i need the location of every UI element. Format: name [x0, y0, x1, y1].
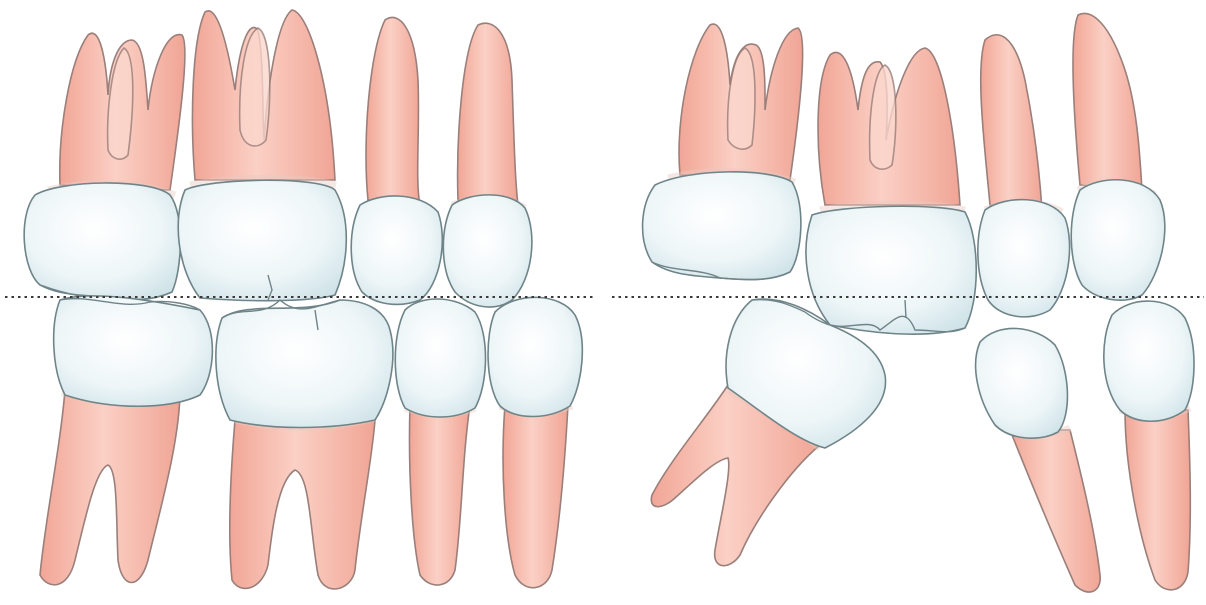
- lower-second-molar-left: [216, 300, 393, 589]
- upper-first-molar-right: [643, 24, 803, 280]
- upper-first-premolar-left: [351, 18, 442, 305]
- left-panel: [5, 10, 595, 589]
- upper-first-premolar-right: [978, 35, 1070, 317]
- lower-first-premolar-right: [1104, 301, 1194, 590]
- lower-second-premolar-right: [976, 328, 1101, 592]
- lower-second-premolar-left: [395, 299, 485, 585]
- upper-first-molar-left: [24, 33, 185, 299]
- lower-first-molar-left: [40, 296, 212, 585]
- upper-canine-right: [1071, 13, 1165, 300]
- right-panel: [612, 13, 1204, 592]
- upper-second-premolar-left: [178, 10, 346, 301]
- upper-canine-left: [443, 23, 532, 307]
- lower-first-molar-right: [651, 299, 885, 566]
- lower-first-premolar-left: [488, 297, 582, 587]
- upper-second-premolar-right: [806, 48, 976, 334]
